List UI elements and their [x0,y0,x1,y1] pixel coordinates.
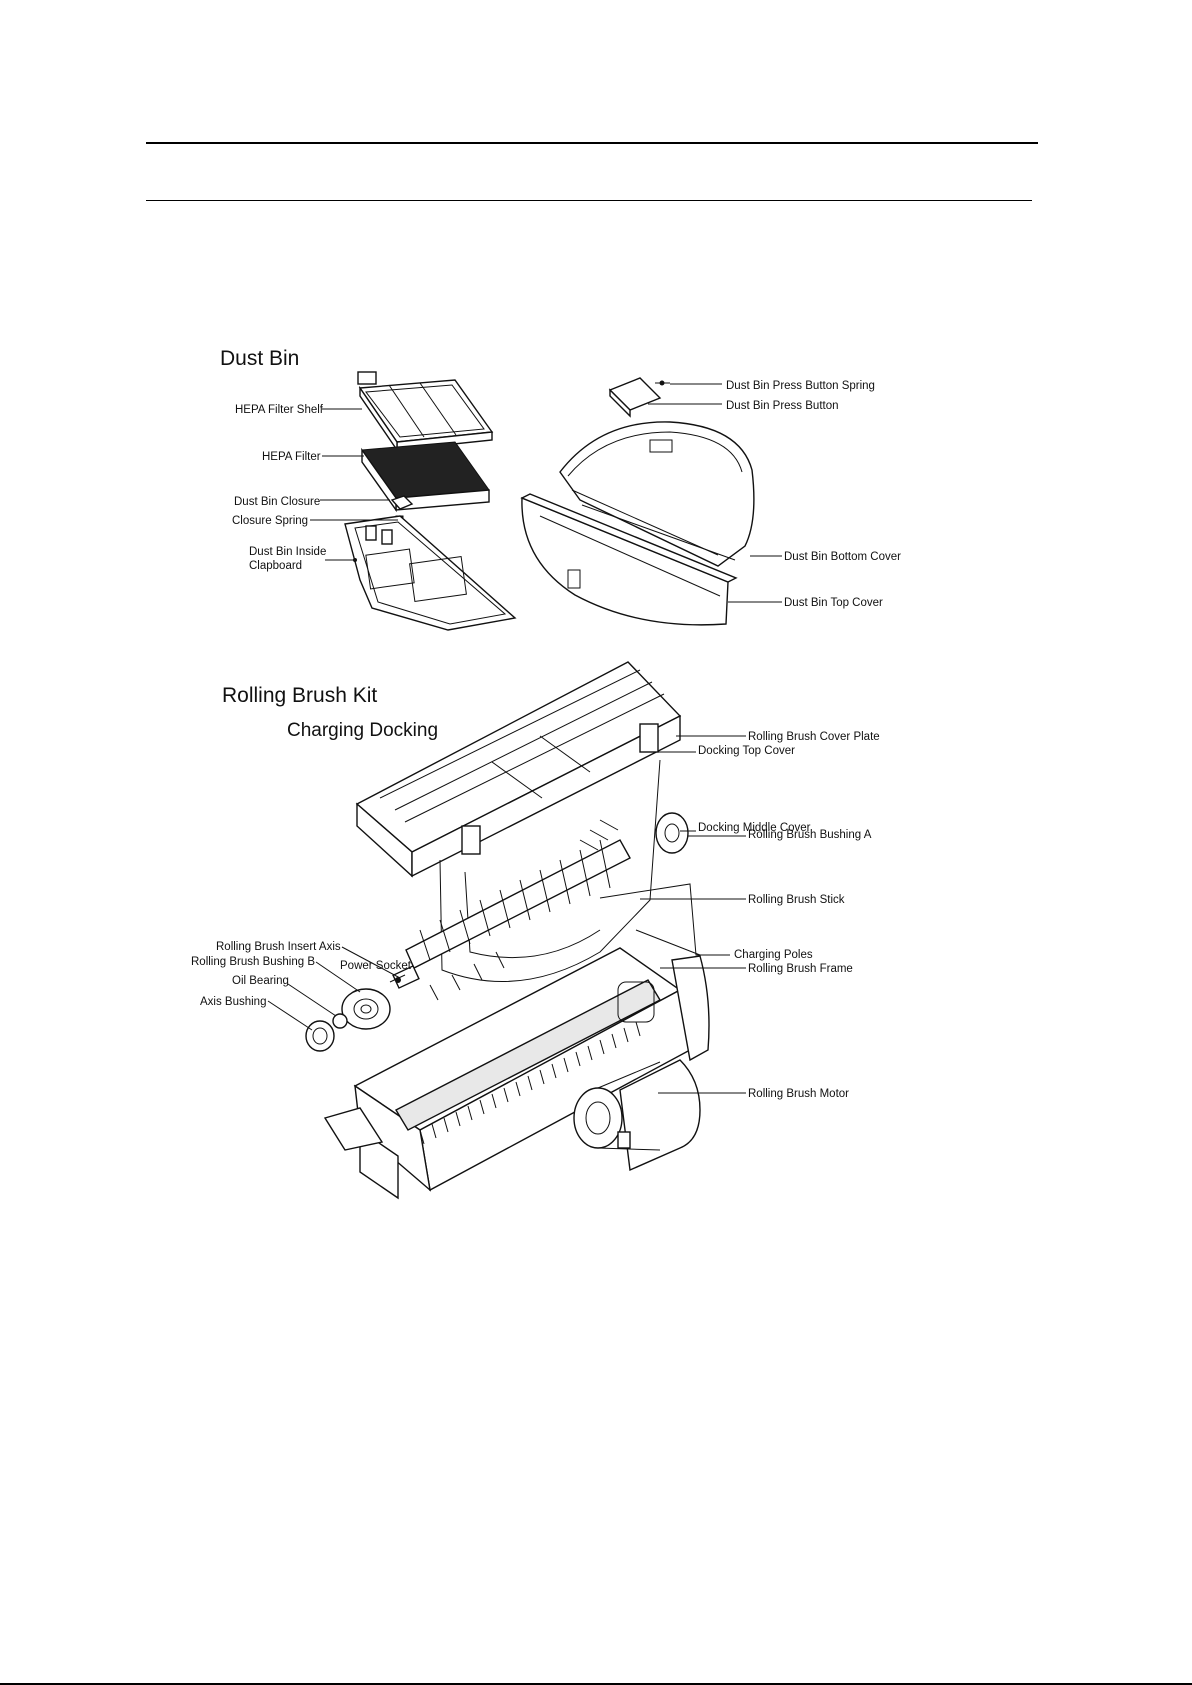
header-rule-top [146,142,1038,144]
label-bushing-a: Rolling Brush Bushing A [748,829,872,841]
insert-axis-drawing [389,974,406,983]
brush-motor-drawing [573,955,710,1172]
heading-rolling-brush-kit: Rolling Brush Kit [222,684,377,707]
label-closure-spring: Closure Spring [232,515,308,527]
label-power-socket: Power Socket [340,960,412,972]
label-brush-motor: Rolling Brush Motor [748,1088,849,1100]
label-cover-plate: Rolling Brush Cover Plate [748,731,880,743]
label-hepa-filter-shelf: HEPA Filter Shelf [235,404,324,416]
press-button-drawing [608,377,670,418]
label-dust-bin-closure: Dust Bin Closure [234,496,320,508]
label-brush-frame: Rolling Brush Frame [748,963,853,975]
axis-bushing-drawing [305,1020,335,1052]
label-press-button-spring: Dust Bin Press Button Spring [726,380,875,392]
hepa-filter-drawing [361,441,490,513]
label-axis-bushing: Axis Bushing [200,996,266,1008]
label-charging-poles: Charging Poles [734,949,813,961]
label-bushing-b: Rolling Brush Bushing B [191,956,315,968]
label-oil-bearing: Oil Bearing [232,975,289,987]
label-brush-stick: Rolling Brush Stick [748,894,845,906]
oil-bearing-drawing [332,1013,348,1029]
dust-bin-top-cover-drawing [520,493,738,626]
dust-bin-leaders [310,383,782,603]
label-bottom-cover: Dust Bin Bottom Cover [784,551,901,563]
label-inside-clapboard-line1: Dust Bin Inside [249,546,326,558]
heading-charging-docking: Charging Docking [287,720,438,741]
dust-bin-bottom-cover-drawing [559,421,755,567]
brush-leaders [267,735,746,1094]
header-rule-bottom [146,200,1032,201]
label-top-cover: Dust Bin Top Cover [784,597,883,609]
label-press-button: Dust Bin Press Button [726,400,839,412]
label-docking-middle-cover: Docking Middle Cover [698,822,811,834]
docking-covers-drawing [439,759,689,982]
hepa-filter-shelf-drawing [357,371,494,453]
bushing-b-drawing [341,988,391,1030]
label-inside-clapboard-line2: Clapboard [249,560,302,572]
inside-clapboard-drawing [344,515,517,631]
label-docking-top-cover: Docking Top Cover [698,745,795,757]
label-hepa-filter: HEPA Filter [262,451,321,463]
heading-dust-bin: Dust Bin [220,347,299,370]
cover-plate-drawing [355,661,682,878]
label-insert-axis: Rolling Brush Insert Axis [216,941,341,953]
footer-rule [0,1683,1192,1685]
